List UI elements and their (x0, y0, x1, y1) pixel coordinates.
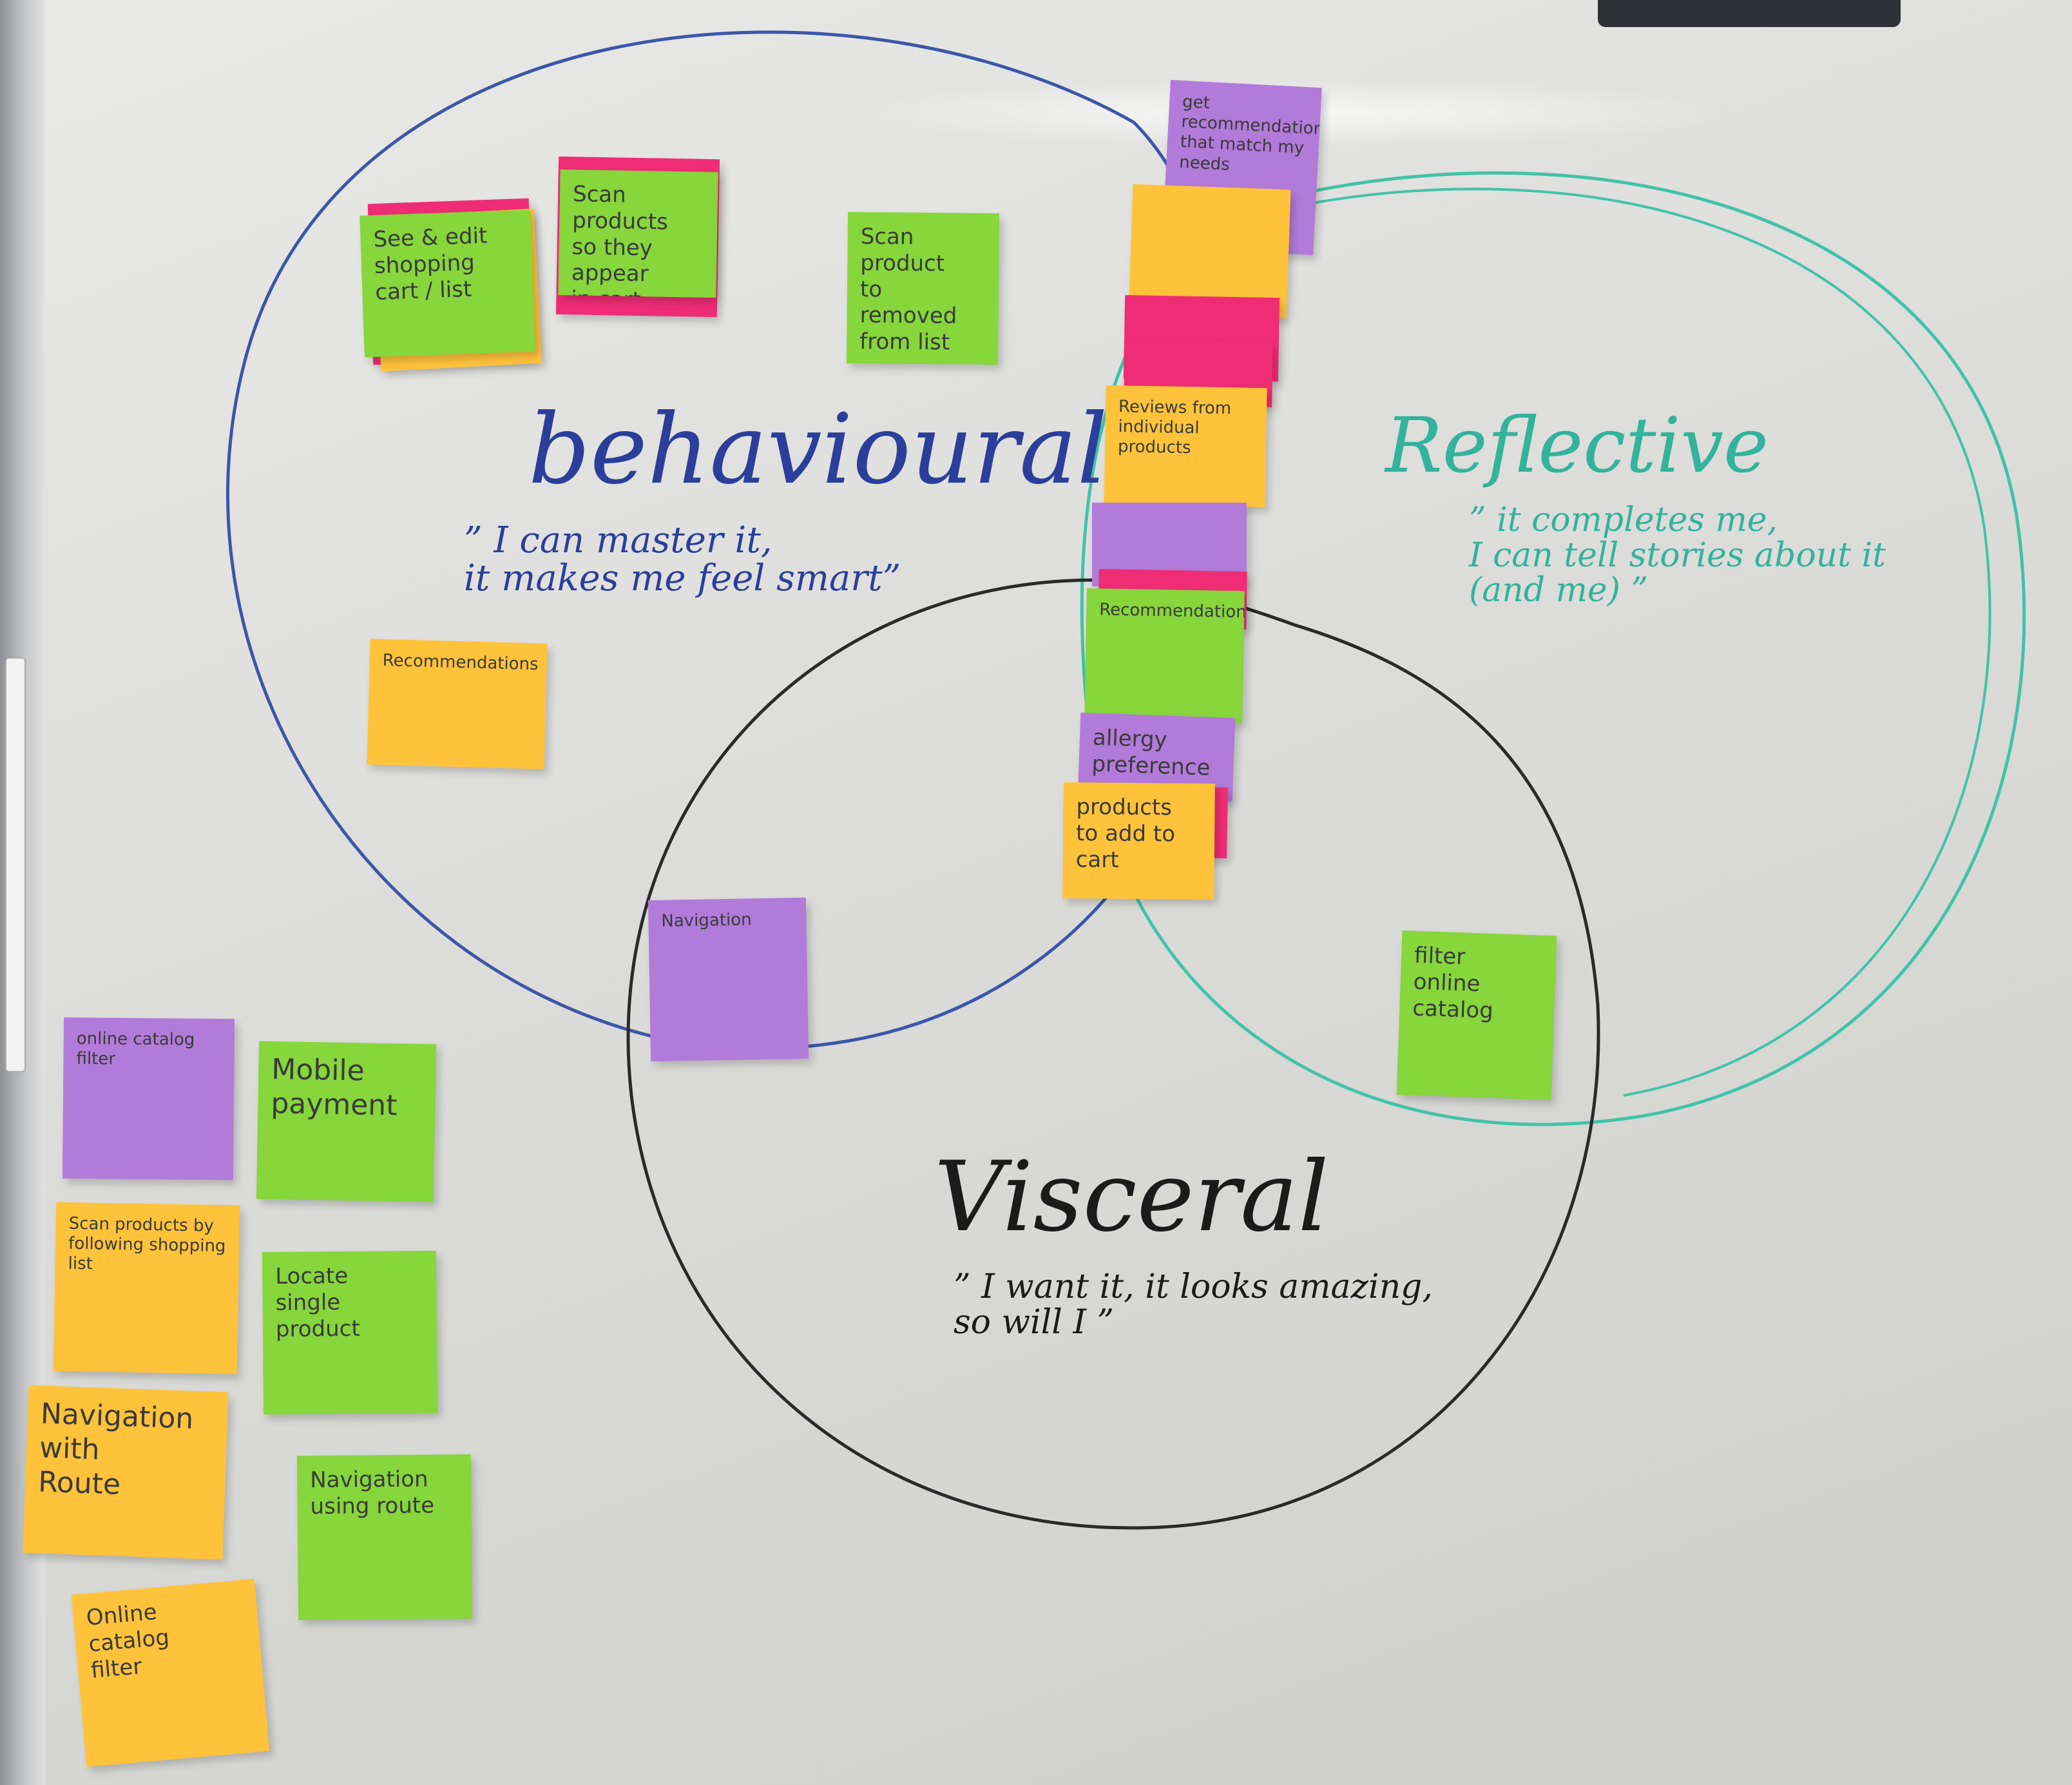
sticky-note-text: See & edit shopping cart / list (372, 222, 488, 305)
sticky-note: filter online catalog (1396, 930, 1557, 1101)
reflective-circle (1080, 171, 2026, 1126)
behavioural-title: behavioural (528, 394, 1108, 506)
sticky-note: Mobile payment (256, 1041, 437, 1202)
sticky-note: Navigation (648, 897, 809, 1062)
visceral-quote-line-1: ” I want it, it looks amazing, (954, 1268, 1433, 1306)
visceral-circle (626, 578, 1600, 1530)
sticky-note: online catalog filter (62, 1017, 235, 1181)
sticky-note: Locate single product (262, 1250, 438, 1415)
sticky-note: Scan products so they appear in cart (558, 169, 718, 298)
sticky-note-text: Mobile payment (271, 1052, 398, 1123)
sticky-note-text: online catalog filter (76, 1029, 195, 1069)
reflective-quote-line-3: (and me) ” (1469, 571, 1649, 610)
visceral-quote: ” I want it, it looks amazing, so will I… (954, 1269, 1433, 1340)
sticky-note-text: Scan products by following shopping list (68, 1213, 226, 1274)
whiteboard-clip (5, 657, 26, 1072)
sticky-note-text: Scan products so they appear in cart (571, 181, 669, 298)
reflective-quote-line-2: I can tell stories about it (1469, 536, 1886, 575)
reflective-quote: ” it completes me, I can tell stories ab… (1469, 503, 1886, 608)
sticky-note: Scan products by following shopping list (53, 1202, 240, 1375)
sticky-note: Scan product to removed from list (846, 211, 1000, 365)
sticky-note-text: Reviews from individual products (1117, 397, 1232, 458)
sticky-note-text: Navigation with Route (37, 1397, 195, 1501)
reflective-circle-second-stroke (1294, 188, 1991, 1097)
sticky-note-text: Recommendations (1098, 600, 1245, 622)
behavioural-quote-line-1: ” I can master it, (464, 519, 772, 561)
behavioural-quote-line-2: it makes me feel smart” (464, 557, 901, 599)
sticky-note-text: filter online catalog (1412, 942, 1494, 1024)
sticky-note-text: Locate single product (275, 1263, 360, 1342)
behavioural-quote: ” I can master it, it makes me feel smar… (464, 519, 901, 599)
visceral-quote-line-2: so will I ” (954, 1302, 1115, 1342)
reflective-title: Reflective (1385, 401, 1769, 490)
sticky-note-text: Navigation (661, 910, 752, 931)
reflective-quote-line-1: ” it completes me, (1469, 501, 1778, 539)
sticky-note: products to add to cart (1062, 782, 1215, 900)
sticky-note: Recommendations (1084, 588, 1245, 724)
sticky-note: Reviews from individual products (1104, 385, 1267, 508)
sticky-note-text: Recommendations (382, 650, 539, 675)
sticky-note: See & edit shopping cart / list (360, 209, 535, 358)
sticky-note: Navigation with Route (23, 1385, 229, 1560)
sticky-note-text: allergy preference (1091, 724, 1211, 781)
sticky-note-text: get recommendations that match my needs (1178, 92, 1322, 175)
sticky-note: Navigation using route (296, 1454, 473, 1621)
sticky-note: Online catalog filter (71, 1579, 270, 1767)
board-eraser (1598, 0, 1901, 27)
sticky-note-text: Navigation using route (310, 1466, 435, 1520)
sticky-note: Recommendations (367, 639, 548, 769)
visceral-title: Visceral (934, 1141, 1329, 1253)
sticky-note-text: products to add to cart (1075, 794, 1176, 873)
sticky-note-text: Online catalog filter (85, 1599, 171, 1684)
sticky-note-text: Scan product to removed from list (859, 224, 957, 356)
